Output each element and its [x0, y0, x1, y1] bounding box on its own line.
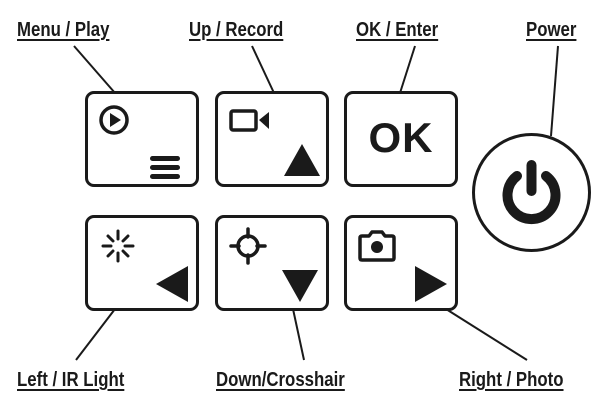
ok-button-text: OK [368, 114, 434, 161]
leader-right-photo [445, 308, 528, 361]
play-circle-icon [99, 105, 129, 135]
up-arrow-icon [284, 144, 320, 176]
label-right-photo: Right / Photo [459, 369, 564, 391]
label-power: Power [526, 19, 577, 41]
leader-power [550, 45, 559, 137]
right-photo-button[interactable] [344, 215, 458, 311]
leader-up-record [251, 45, 275, 94]
ok-enter-button[interactable]: OK [344, 91, 458, 187]
leader-menu-play [73, 45, 116, 94]
down-arrow-icon [282, 270, 318, 302]
label-up-record: Up / Record [189, 19, 284, 41]
ir-light-burst-icon [101, 229, 135, 263]
label-ok-enter: OK / Enter [356, 19, 439, 41]
crosshair-icon [229, 227, 267, 265]
menu-play-button[interactable] [85, 91, 199, 187]
power-icon [502, 160, 561, 225]
leader-ok-enter [399, 45, 416, 94]
video-camera-icon [229, 109, 269, 132]
power-button[interactable] [472, 133, 591, 252]
label-left-ir: Left / IR Light [17, 369, 125, 391]
right-arrow-icon [415, 266, 447, 302]
left-arrow-icon [156, 266, 188, 302]
leader-left-ir [75, 308, 116, 361]
photo-camera-icon [358, 230, 396, 262]
down-crosshair-button[interactable] [215, 215, 329, 311]
hamburger-menu-icon [150, 156, 180, 179]
leader-down-crosshair [292, 308, 305, 361]
left-ir-light-button[interactable] [85, 215, 199, 311]
label-down-crosshair: Down/Crosshair [216, 369, 345, 391]
up-record-button[interactable] [215, 91, 329, 187]
label-menu-play: Menu / Play [17, 19, 110, 41]
